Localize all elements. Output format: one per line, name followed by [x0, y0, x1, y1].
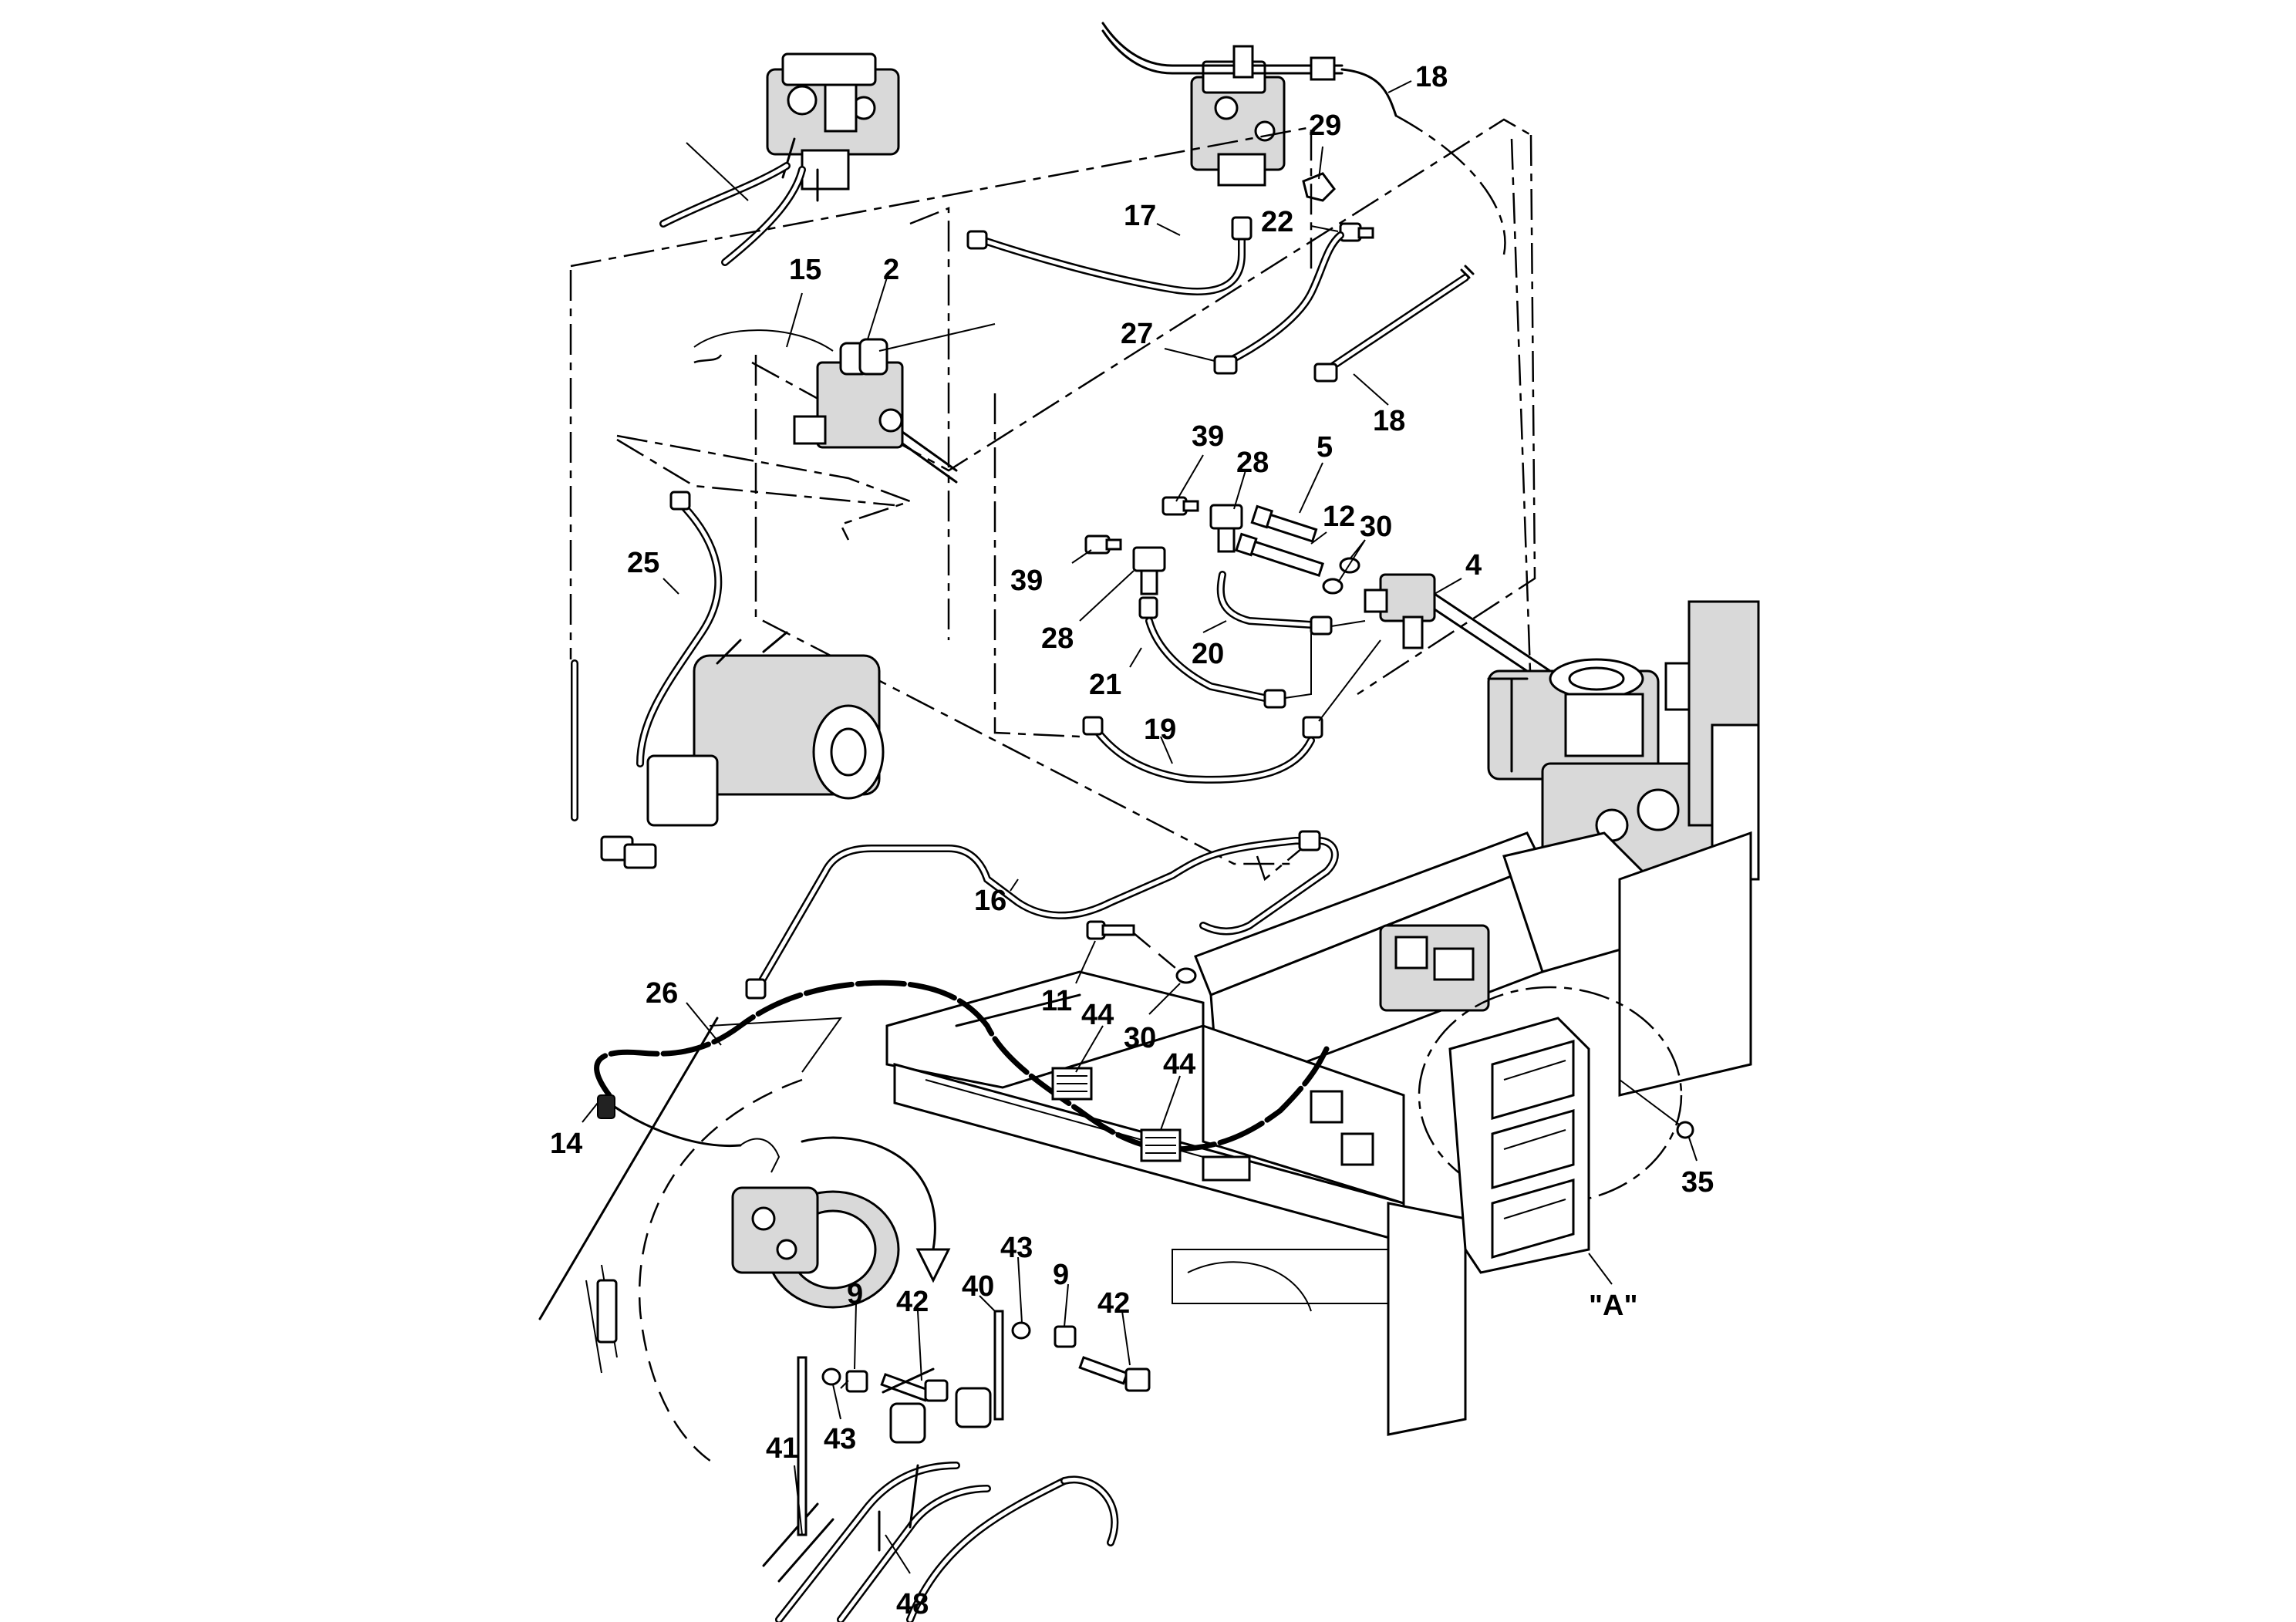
callout-30-top: 30	[1360, 511, 1392, 543]
bolt-11	[1086, 920, 1135, 940]
bolt-42b	[1078, 1356, 1151, 1392]
leader-lines	[582, 80, 1698, 1574]
callout-2: 2	[883, 254, 899, 286]
callout-20: 20	[1192, 638, 1224, 670]
callout-9-right: 9	[1053, 1259, 1069, 1291]
callout-30-bottom: 30	[1124, 1022, 1156, 1054]
callout-42-right: 42	[1097, 1287, 1130, 1320]
callout-42-left: 42	[896, 1286, 929, 1318]
pump-top-left	[766, 52, 900, 202]
callout-16: 16	[974, 885, 1006, 917]
callout-43-bottom: 43	[824, 1423, 856, 1455]
wheel-drive-motor	[731, 1186, 900, 1309]
washer-43a	[1011, 1321, 1031, 1340]
callout-39-left: 39	[1010, 565, 1043, 597]
block-4	[1364, 573, 1436, 649]
callout-14: 14	[550, 1128, 582, 1160]
hose-clamp-detail	[762, 1310, 1119, 1622]
callout-43-top: 43	[1000, 1232, 1033, 1264]
washer-43b	[821, 1367, 841, 1386]
callout-26: 26	[646, 977, 678, 1010]
callout-labels: 18 29 17 22 15 2 27 18 39 28 5 12 30 25 …	[550, 61, 1714, 1620]
callout-15: 15	[789, 254, 821, 286]
callout-5: 5	[1317, 431, 1333, 464]
callout-28-top: 28	[1236, 447, 1269, 479]
clip-44a	[1051, 1067, 1093, 1101]
callout-35: 35	[1681, 1166, 1714, 1199]
spacer-9a	[845, 1370, 868, 1393]
bolt-5	[1250, 504, 1318, 543]
pump-motor-left	[600, 631, 885, 869]
callout-21: 21	[1089, 669, 1121, 701]
valve-top-right	[1190, 60, 1286, 187]
callout-19: 19	[1144, 713, 1176, 746]
callout-9-left: 9	[847, 1278, 863, 1310]
valve-block-2	[793, 338, 958, 484]
callout-18-bottom: 18	[1373, 405, 1405, 437]
steps-detail-a	[1418, 986, 1683, 1274]
washer-30b	[1322, 578, 1344, 595]
clip-44b	[1140, 1128, 1182, 1162]
tee-28a	[1209, 504, 1243, 553]
fitting-39b	[1084, 534, 1122, 555]
callout-28-left: 28	[1041, 622, 1074, 655]
callout-25: 25	[627, 547, 659, 579]
callout-a: "A"	[1589, 1290, 1637, 1322]
callout-48: 48	[896, 1588, 929, 1620]
washer-30c	[1175, 967, 1197, 984]
nut-35	[1676, 1121, 1694, 1139]
fitting-22	[1339, 222, 1374, 242]
callout-44-left: 44	[1081, 999, 1114, 1031]
fitting-39a	[1161, 496, 1199, 516]
callout-41: 41	[766, 1432, 798, 1465]
callout-40: 40	[962, 1270, 994, 1303]
bolt-12	[1235, 532, 1324, 578]
callout-4: 4	[1465, 549, 1482, 582]
callout-27: 27	[1121, 318, 1153, 350]
bolt-42a	[880, 1373, 949, 1402]
callout-17: 17	[1124, 200, 1156, 232]
callout-12: 12	[1323, 501, 1355, 533]
spacer-9b	[1054, 1325, 1077, 1348]
callout-39-top: 39	[1192, 420, 1224, 453]
callout-18-top: 18	[1415, 61, 1448, 93]
chassis-frame	[885, 831, 1752, 1436]
callout-44-right: 44	[1163, 1048, 1195, 1081]
tee-28b	[1132, 546, 1166, 619]
callout-29: 29	[1309, 110, 1341, 142]
callout-22: 22	[1261, 206, 1293, 238]
callout-11: 11	[1041, 985, 1072, 1017]
